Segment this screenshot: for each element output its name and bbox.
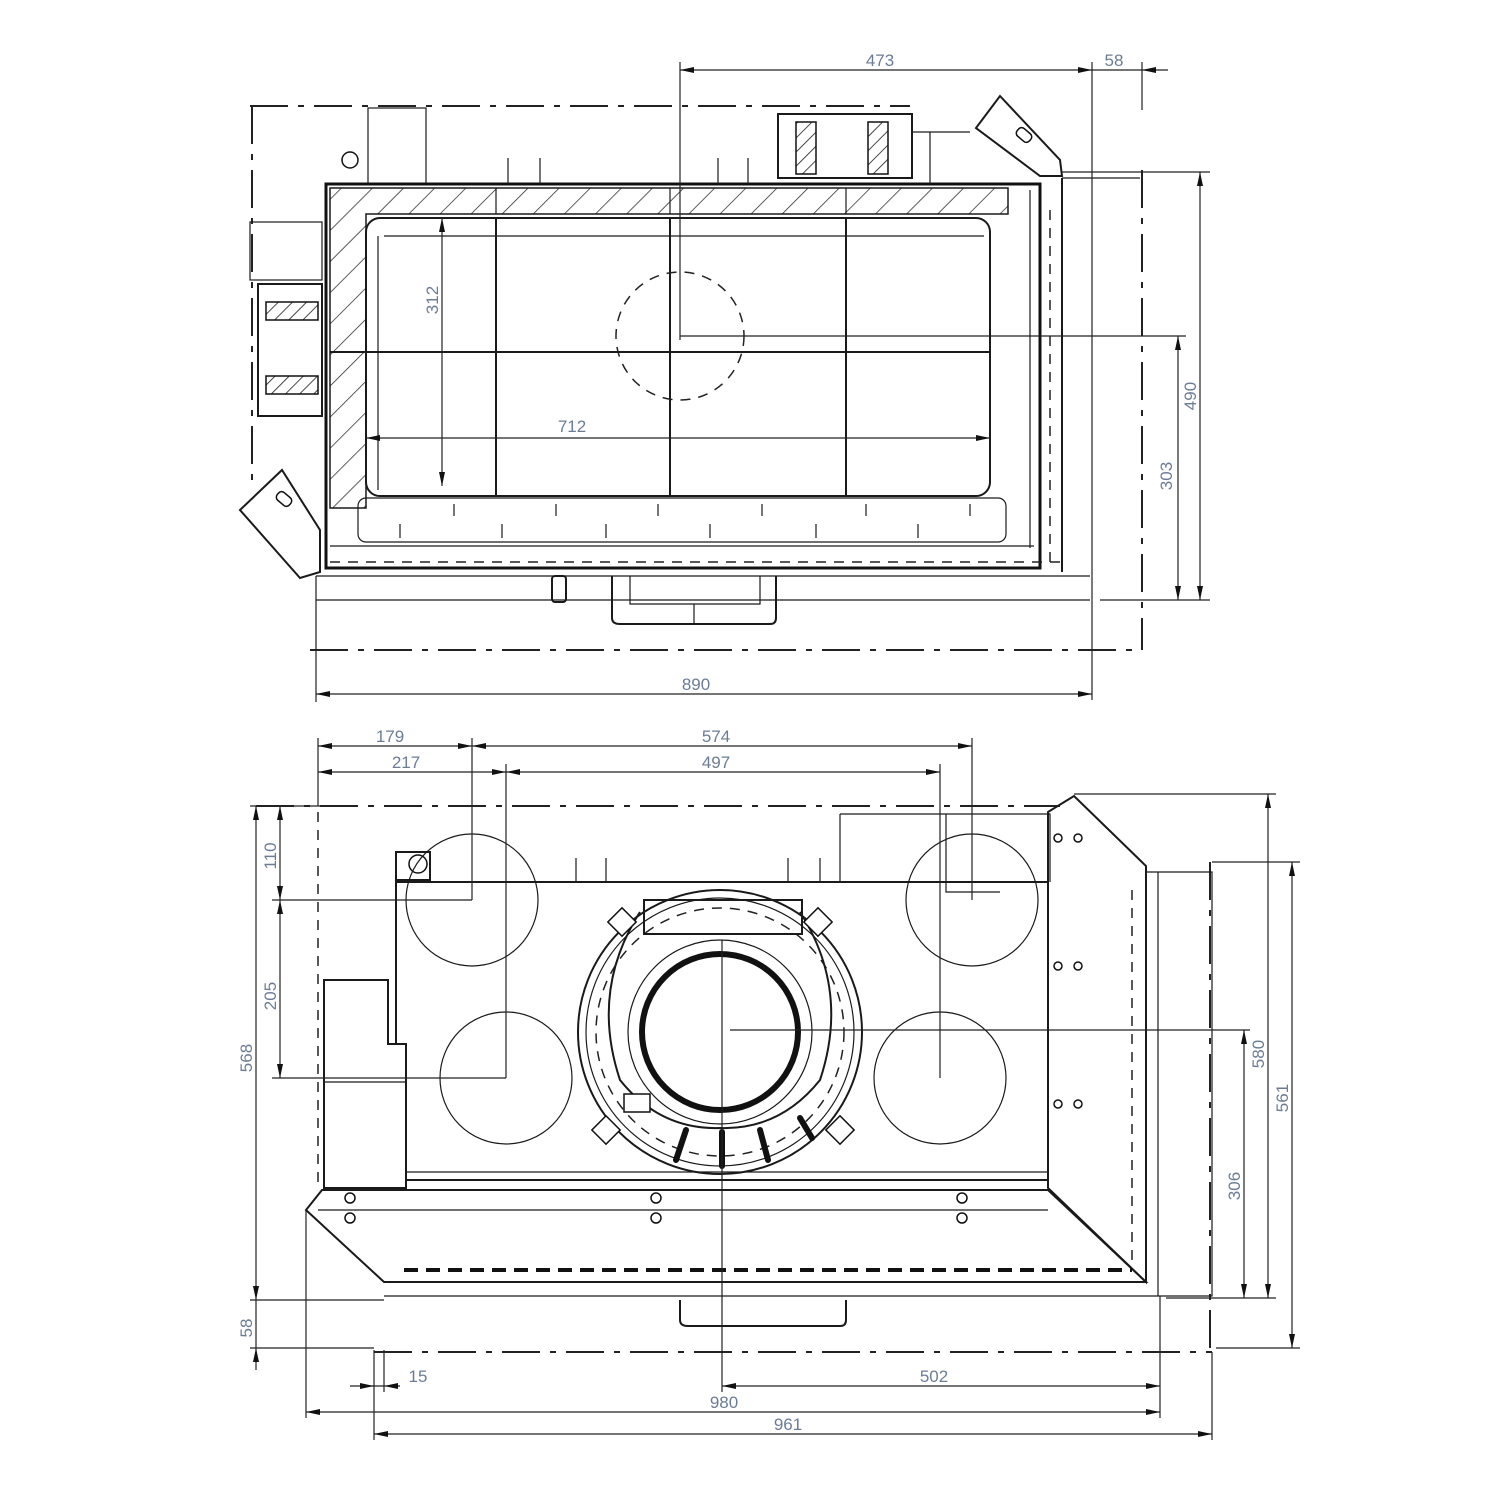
dim-490: 490 — [1181, 382, 1200, 410]
dim-306: 306 — [1225, 1172, 1244, 1200]
firebox-interior — [365, 217, 991, 497]
dim-15: 15 — [409, 1367, 428, 1386]
dim-561: 561 — [1273, 1084, 1292, 1112]
dim-473: 473 — [866, 51, 894, 70]
flue-collar-top — [777, 113, 913, 179]
top-view: 473 58 312 712 490 303 890 — [238, 51, 1210, 702]
dim-497: 497 — [702, 753, 730, 772]
hinge-housing-top-right — [974, 94, 1064, 177]
dim-980: 980 — [710, 1393, 738, 1412]
flue-assembly — [577, 889, 863, 1175]
dim-217: 217 — [392, 753, 420, 772]
dim-312: 312 — [423, 286, 442, 314]
dim-580: 580 — [1249, 1040, 1268, 1068]
front-view: 179 574 217 497 110 205 568 58 — [237, 727, 1300, 1440]
dim-574: 574 — [702, 727, 730, 746]
dim-179: 179 — [376, 727, 404, 746]
dim-712: 712 — [558, 417, 586, 436]
dim-568: 568 — [237, 1044, 256, 1072]
dim-58-top: 58 — [1105, 51, 1124, 70]
dim-58-front: 58 — [237, 1319, 256, 1338]
front-handle — [679, 1300, 847, 1327]
dim-890: 890 — [682, 675, 710, 694]
front-bottom-frame — [304, 1189, 1149, 1283]
dim-205: 205 — [261, 982, 280, 1010]
door-handle — [611, 576, 777, 625]
right-side-panel — [1047, 794, 1147, 1285]
dim-961: 961 — [774, 1415, 802, 1434]
dim-110: 110 — [261, 842, 280, 869]
side-outlet-left — [257, 283, 323, 417]
dim-502: 502 — [920, 1367, 948, 1386]
top-body-outline — [324, 182, 1042, 570]
dim-303: 303 — [1157, 462, 1176, 490]
hinge-housing-bottom-left — [238, 468, 321, 580]
